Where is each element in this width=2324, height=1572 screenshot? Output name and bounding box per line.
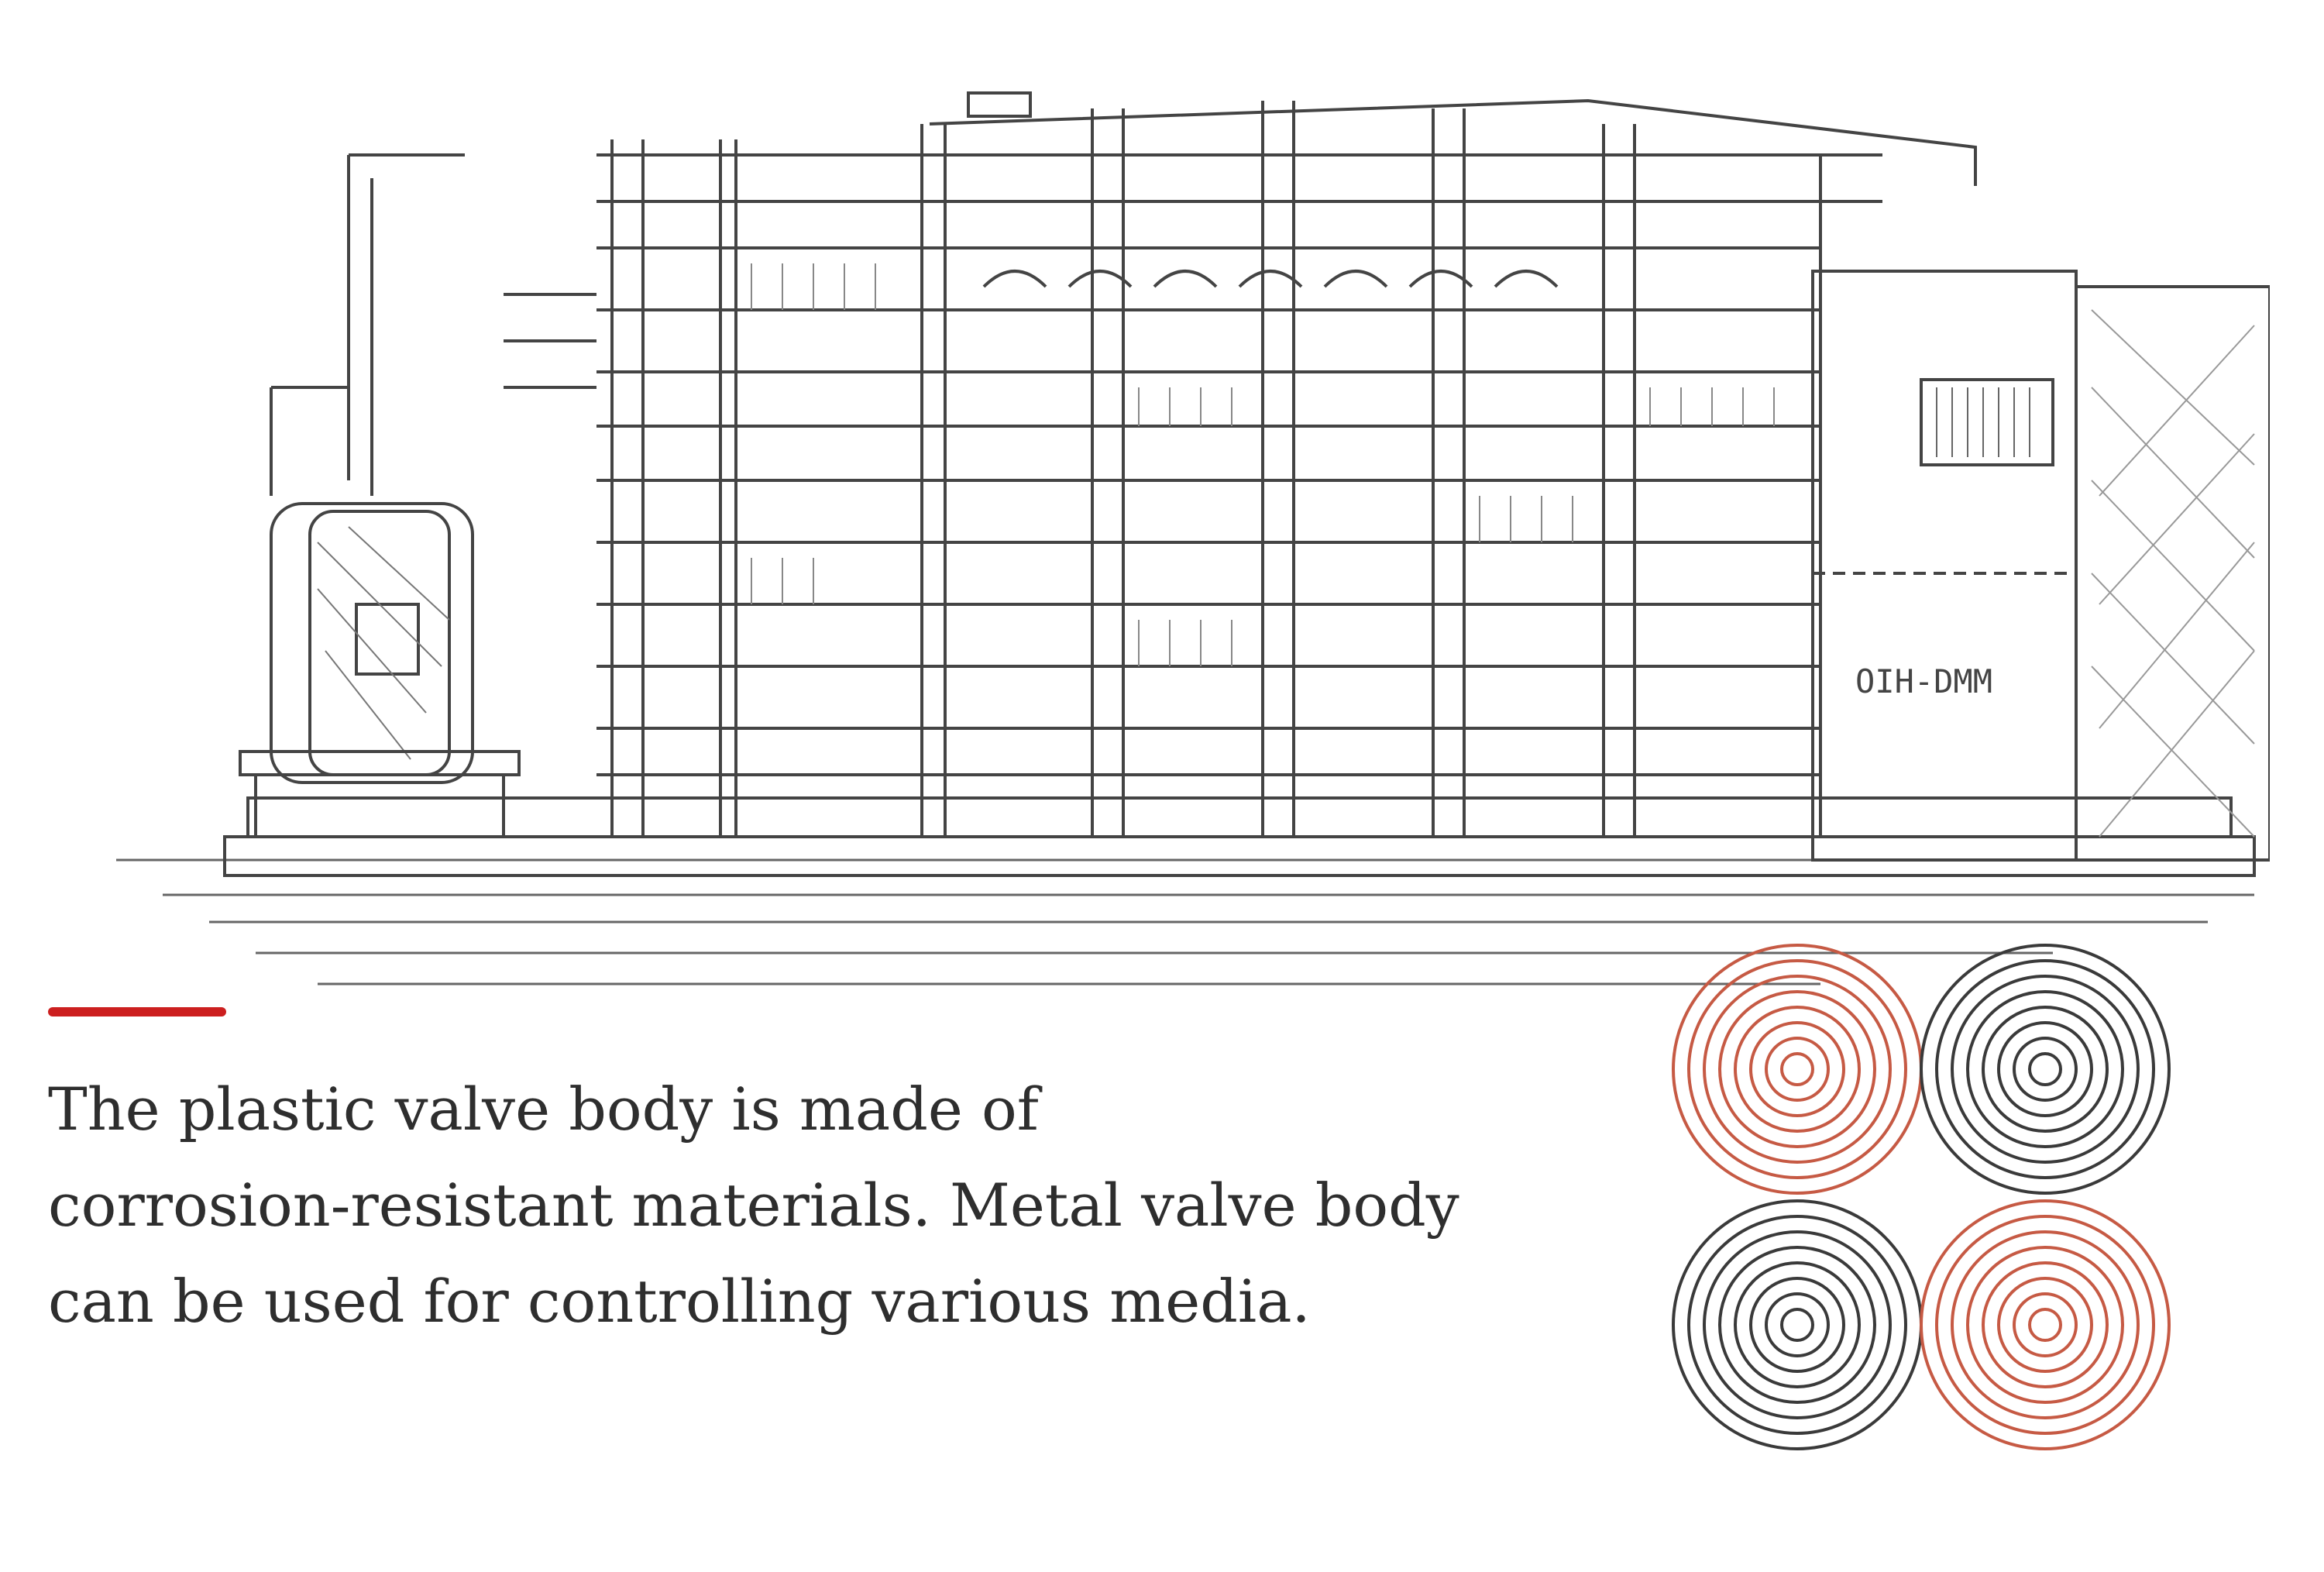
fingerprint-pattern-icon — [1666, 937, 2192, 1464]
fingerprint-icon — [1920, 1199, 2171, 1450]
panel-label: OIH-DMM — [1855, 662, 1993, 700]
fingerprint-icon — [1672, 944, 1923, 1195]
industrial-plant-sketch — [116, 62, 2270, 1038]
caption-line: The plastic valve body is made of — [48, 1075, 1039, 1144]
caption-text: The plastic valve body is made of corros… — [48, 1061, 1459, 1350]
caption-line: can be used for controlling various medi… — [48, 1267, 1311, 1336]
caption-line: corrosion-resistant materials. Metal val… — [48, 1171, 1459, 1240]
accent-divider — [48, 1007, 226, 1016]
fingerprint-icon — [1672, 1199, 1923, 1450]
fingerprint-icon — [1920, 944, 2171, 1195]
